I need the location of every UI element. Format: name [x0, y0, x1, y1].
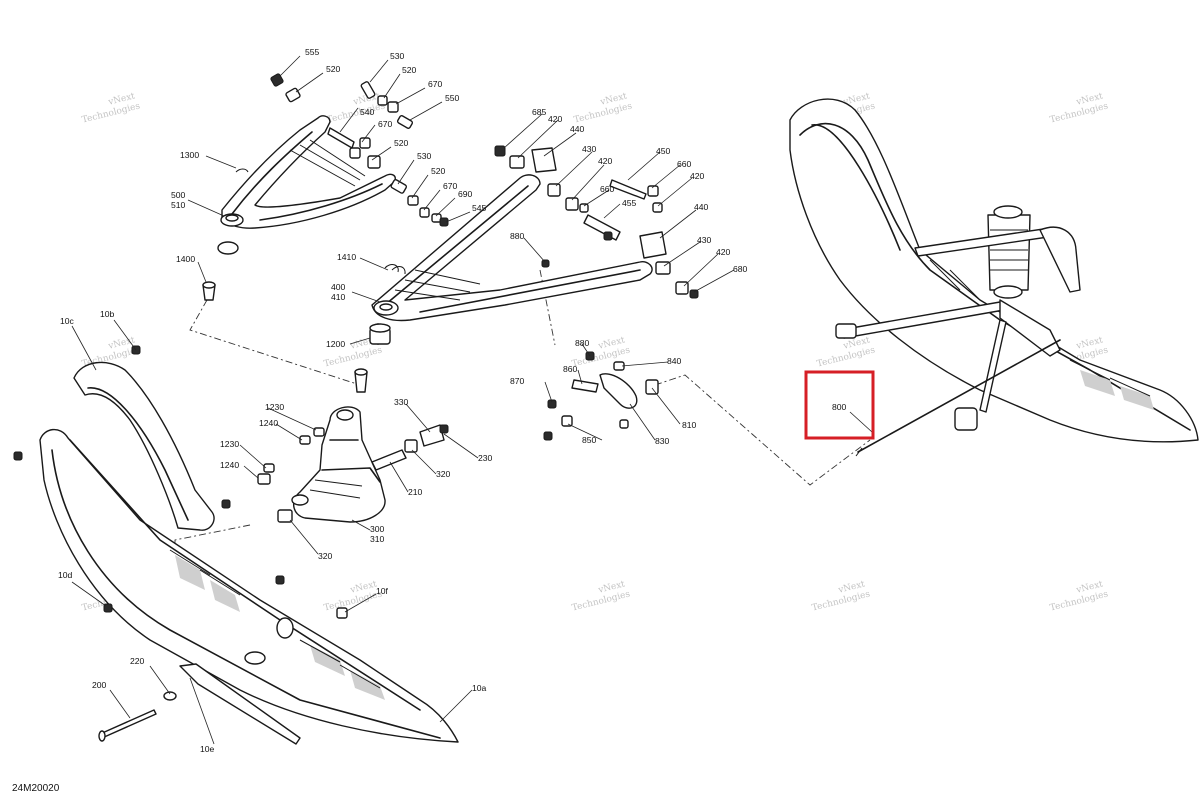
callout: 310	[370, 534, 385, 544]
spindle-knuckle	[257, 406, 449, 523]
callout: 1240	[259, 418, 278, 428]
callout: 880	[575, 338, 590, 348]
callout: 550	[445, 93, 460, 103]
callout: 520	[326, 64, 341, 74]
callout: 840	[667, 356, 682, 366]
callout: 1200	[326, 339, 345, 349]
callout: 10d	[58, 570, 73, 580]
callout: 1230	[220, 439, 239, 449]
callout: 520	[394, 138, 409, 148]
diagram-code: 24M20020	[12, 783, 60, 794]
watermark: vNext Technologies	[1049, 91, 1110, 125]
callout: 870	[510, 376, 525, 386]
callout: 510	[171, 200, 186, 210]
callout: 200	[92, 680, 107, 690]
callout: 320	[436, 469, 451, 479]
assembly-dash-lines	[174, 269, 871, 590]
callout: 555	[305, 47, 320, 57]
callout: 420	[548, 114, 563, 124]
ski-runner	[179, 663, 301, 745]
callout-labels: 555 520 530 520 670 550 540 670 520 530 …	[58, 47, 847, 754]
callout: 430	[697, 235, 712, 245]
callout: 440	[570, 124, 585, 134]
callout: 1240	[220, 460, 239, 470]
callout: 670	[378, 119, 393, 129]
left-ski	[13, 345, 459, 743]
watermark: vNext Technologies	[1049, 579, 1110, 613]
callout: 500	[171, 190, 186, 200]
callout: 850	[582, 435, 597, 445]
steering-link	[543, 351, 659, 441]
upper-arm-hardware	[202, 73, 449, 301]
callout: 400	[331, 282, 346, 292]
callout: 220	[130, 656, 145, 666]
callout: 1410	[337, 252, 356, 262]
watermark: vNext Technologies	[811, 579, 872, 613]
ski-bolt	[98, 691, 177, 742]
upper-a-arm	[220, 115, 396, 229]
callout: 1300	[180, 150, 199, 160]
leader-lines	[71, 55, 873, 745]
callout: 660	[600, 184, 615, 194]
callout: 10f	[376, 586, 389, 596]
lower-arm-hardware	[354, 145, 699, 393]
callout: 860	[563, 364, 578, 374]
watermark: vNext Technologies	[571, 579, 632, 613]
callout: 540	[360, 107, 375, 117]
callout: 685	[532, 107, 547, 117]
callout: 420	[598, 156, 613, 166]
highlight-box-800[interactable]	[804, 370, 875, 440]
callout: 545	[472, 203, 487, 213]
callout: 1400	[176, 254, 195, 264]
watermark: vNext Technologies	[573, 91, 634, 125]
callout: 520	[431, 166, 446, 176]
callout: 210	[408, 487, 423, 497]
callout: 10b	[100, 309, 115, 319]
callout: 520	[402, 65, 417, 75]
callout: 440	[694, 202, 709, 212]
callout: 10c	[60, 316, 75, 326]
callout-800: 800	[832, 402, 847, 412]
callout: 10a	[472, 683, 487, 693]
lower-a-arm	[371, 174, 653, 322]
callout: 660	[677, 159, 692, 169]
callout: 410	[331, 292, 346, 302]
callout: 330	[394, 397, 409, 407]
callout: 670	[443, 181, 458, 191]
callout: 320	[318, 551, 333, 561]
callout: 300	[370, 524, 385, 534]
callout: 530	[390, 51, 405, 61]
watermark: vNext Technologies	[81, 91, 142, 125]
right-ski-assembly	[789, 98, 1199, 457]
callout: 230	[478, 453, 493, 463]
callout: 10e	[200, 744, 215, 754]
watermark: vNext Technologies	[816, 335, 877, 369]
callout: 430	[582, 144, 597, 154]
callout: 680	[733, 264, 748, 274]
callout: 530	[417, 151, 432, 161]
callout: 810	[682, 420, 697, 430]
callout: 1230	[265, 402, 284, 412]
callout: 455	[622, 198, 637, 208]
callout: 420	[716, 247, 731, 257]
callout: 450	[656, 146, 671, 156]
callout: 880	[510, 231, 525, 241]
callout: 830	[655, 436, 670, 446]
callout: 690	[458, 189, 473, 199]
callout: 670	[428, 79, 443, 89]
callout: 420	[690, 171, 705, 181]
